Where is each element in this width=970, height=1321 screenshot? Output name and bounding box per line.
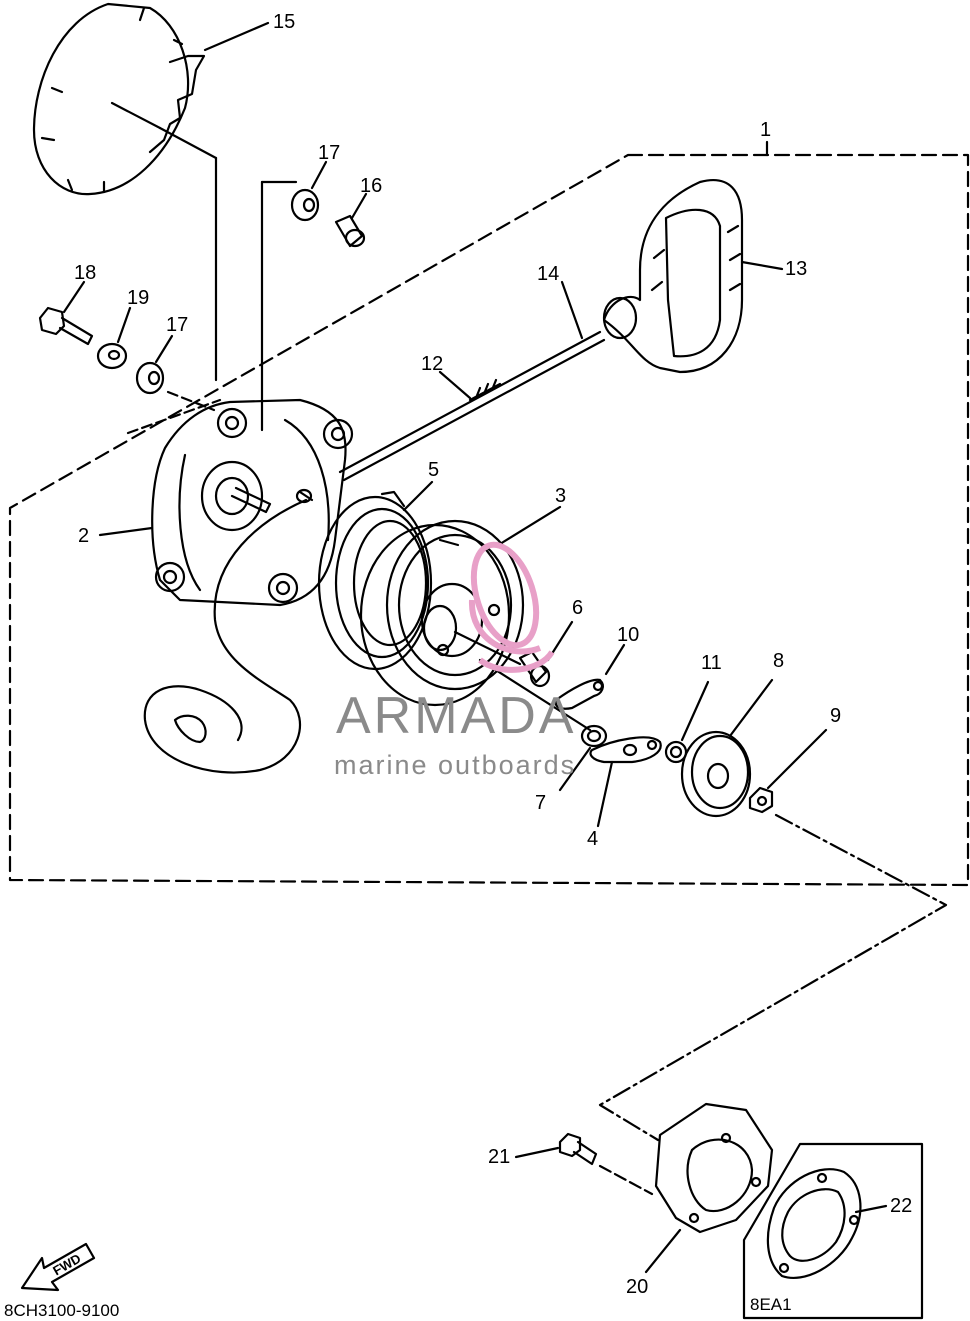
axis-chain-2: [478, 658, 592, 732]
leader-7: [558, 746, 592, 792]
gasket-22: [766, 1168, 862, 1279]
label-part-11: 11: [701, 652, 722, 674]
label-part-7: 7: [535, 792, 547, 814]
leader-11: [680, 680, 710, 742]
bolt-21: [558, 1132, 598, 1166]
starter-housing-2: [151, 398, 354, 607]
label-part-1: 1: [760, 119, 772, 141]
leader-8: [728, 678, 774, 738]
spring-12: [468, 378, 502, 402]
starter-rope: [143, 498, 308, 774]
rope-12: [338, 330, 602, 474]
leader-5: [402, 480, 434, 512]
label-part-5: 5: [428, 459, 440, 481]
spiral-spring-5: [317, 490, 433, 671]
dash-chain-bolt: [598, 1164, 654, 1196]
washer-19: [96, 342, 128, 370]
label-part-9: 9: [830, 705, 842, 727]
pawl-10: [554, 678, 604, 710]
leader-2: [98, 526, 154, 537]
gasket-box: [742, 1142, 924, 1320]
adapter-20: [654, 1102, 774, 1234]
return-spring-7: [580, 724, 608, 748]
reel-pulley-3: [359, 519, 525, 707]
leader-10: [604, 643, 626, 676]
assembly-boundary: [8, 153, 970, 887]
leader-22: [854, 1204, 888, 1214]
label-part-16: 16: [360, 175, 383, 197]
drive-plate-8: [680, 730, 752, 818]
leader-12: [438, 370, 472, 400]
leader-18: [62, 280, 86, 314]
label-part-6: 6: [572, 597, 584, 619]
label-part-12: 12: [421, 353, 444, 375]
leader-3: [498, 505, 562, 546]
axis-chain: [453, 630, 522, 666]
collar-17-top: [290, 188, 320, 222]
label-part-4: 4: [587, 828, 599, 850]
label-part-21: 21: [488, 1146, 511, 1168]
label-part-19: 19: [127, 287, 150, 309]
dash-chain-left: [166, 390, 216, 412]
leader-17-top: [310, 160, 328, 190]
watermark-logo-icon: [468, 541, 555, 673]
friction-plate-4: [589, 736, 662, 764]
handle-13: [602, 179, 744, 374]
label-part-3: 3: [555, 485, 567, 507]
bushing-16: [334, 214, 366, 248]
collar-17-left: [135, 361, 165, 395]
leader-15: [203, 21, 270, 52]
leader-4: [596, 760, 614, 828]
label-part-2: 2: [78, 525, 90, 547]
watermark-title: ARMADA: [336, 687, 577, 745]
label-part-17-left: 17: [166, 314, 189, 336]
decal-15: [32, 2, 218, 382]
leader-17-left: [154, 334, 174, 364]
leader-20: [644, 1228, 682, 1274]
label-part-22: 22: [890, 1195, 913, 1217]
leader-14: [560, 280, 584, 340]
leader-19: [116, 306, 132, 344]
dash-chain-lower: [598, 813, 948, 1142]
label-part-14: 14: [537, 263, 560, 285]
label-part-17-top: 17: [318, 142, 341, 164]
label-part-13: 13: [785, 258, 808, 280]
bolt-18: [38, 306, 94, 346]
leader-21: [514, 1146, 560, 1159]
leader-16: [350, 192, 368, 220]
leader-13: [740, 260, 784, 271]
label-part-15: 15: [273, 11, 296, 33]
watermark-subtitle: marine outboards: [334, 750, 577, 780]
rope-end-grip: [173, 714, 207, 744]
label-part-10: 10: [617, 624, 640, 646]
label-part-18: 18: [74, 262, 97, 284]
dash-chain-housing: [126, 398, 222, 435]
fwd-arrow-icon: [20, 1242, 96, 1292]
label-part-20: 20: [626, 1276, 649, 1298]
label-part-8: 8: [773, 650, 785, 672]
diagram-code: 8CH3100-9100: [4, 1301, 120, 1320]
rope-12b: [342, 338, 606, 482]
nut-9: [748, 786, 774, 814]
kit-code: 8EA1: [750, 1295, 792, 1314]
leader-9: [766, 728, 828, 790]
